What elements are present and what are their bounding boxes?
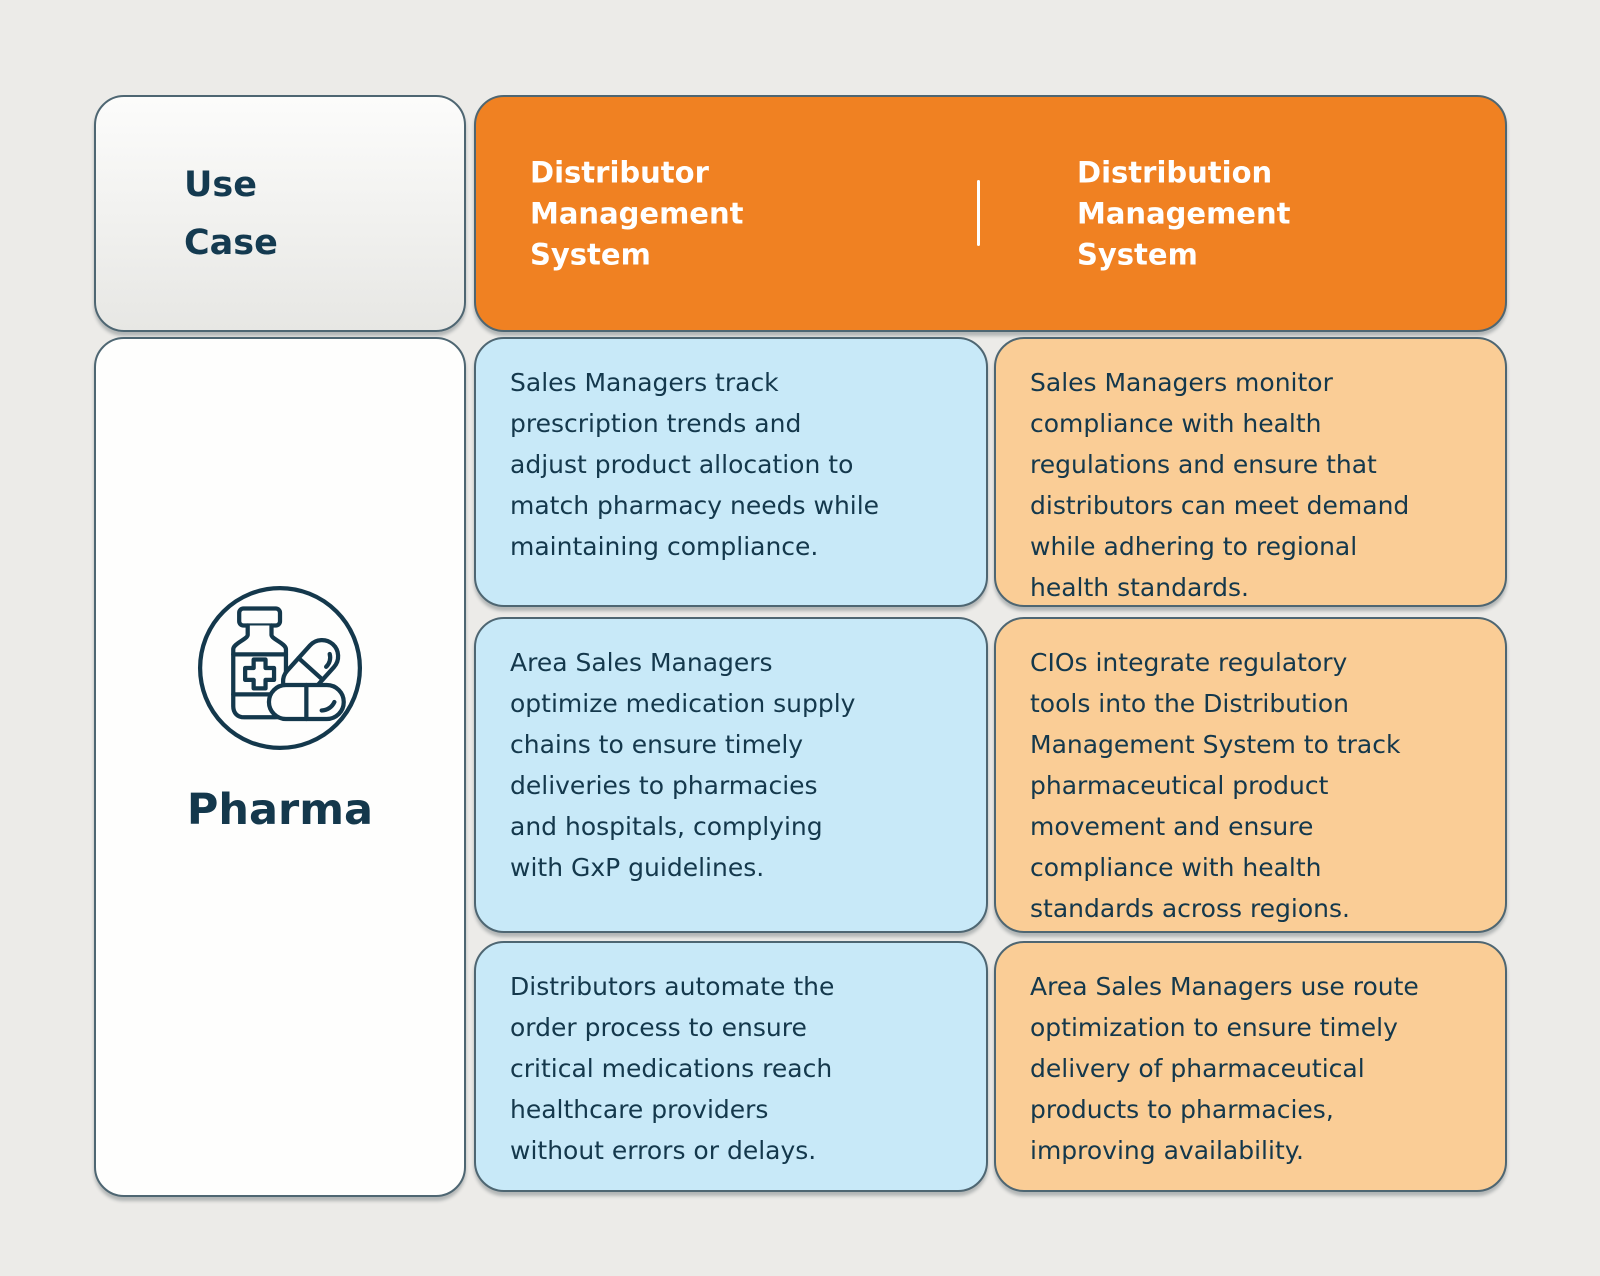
use-case-header-cell: Use Case <box>94 95 466 332</box>
distributor-management-system-header: Distributor Management System <box>530 155 744 271</box>
capsule-horizontal-shape <box>266 682 346 722</box>
use-case-label: Use Case <box>184 164 278 263</box>
header-divider <box>977 180 980 246</box>
distribution-cell-row1: Sales Managers monitor compliance with h… <box>994 337 1507 607</box>
distributor-cell-row1: Sales Managers track prescription trends… <box>474 337 988 607</box>
distribution-cell-row3: Area Sales Managers use route optimizati… <box>994 941 1507 1192</box>
distribution-cell-row2: CIOs integrate regulatory tools into the… <box>994 617 1507 933</box>
system-header-bar: Distributor Management System Distributi… <box>474 95 1507 332</box>
pharma-label: Pharma <box>186 785 374 835</box>
icon-circle-outline <box>197 585 363 751</box>
distributor-cell-row3: Distributors automate the order process … <box>474 941 988 1192</box>
distributor-cell-row2: Area Sales Managers optimize medication … <box>474 617 988 933</box>
pharma-row-label-cell: Pharma <box>94 337 466 1197</box>
distribution-management-system-header: Distribution Management System <box>1077 155 1291 271</box>
pharma-icon <box>197 585 363 751</box>
